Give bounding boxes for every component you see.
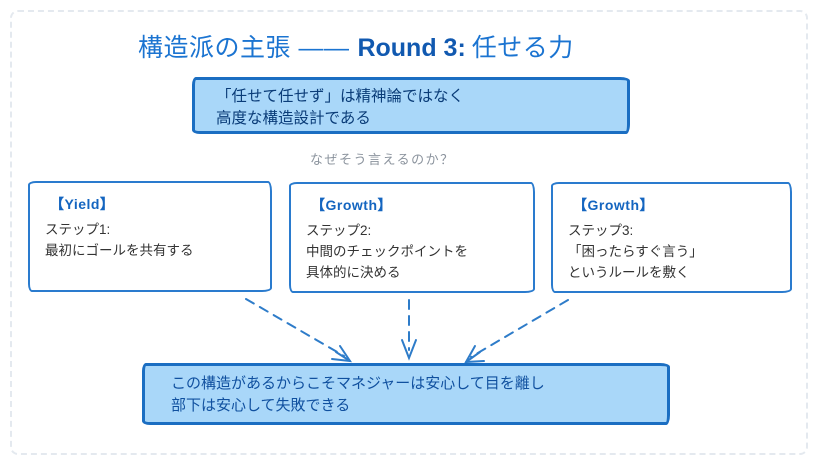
conclusion-box: この構造があるからこそマネジャーは安心して目を離し 部下は安心して失敗できる	[142, 363, 670, 425]
step-3-line-1: ステップ3:	[568, 223, 634, 238]
step-box-2: 【Growth】 ステップ2: 中間のチェックポイントを 具体的に決める	[289, 182, 535, 293]
step-3-line-2: 「困ったらすぐ言う」	[568, 244, 703, 259]
title-prefix: 構造派の主張 ——	[138, 34, 350, 62]
question-label: なぜそう言えるのか？	[310, 152, 455, 167]
step-3-tag: 【Growth】	[573, 197, 654, 213]
claim-line-1: 「任せて任せず」は精神論ではなく	[216, 88, 465, 105]
slide-title: 構造派の主張 ——Round 3:任せる力	[138, 28, 574, 64]
step-3-line-3: というルールを敷く	[568, 265, 690, 280]
step-1-line-1: ステップ1:	[45, 222, 111, 237]
step-box-1: 【Yield】 ステップ1: 最初にゴールを共有する	[28, 181, 272, 292]
claim-box: 「任せて任せず」は精神論ではなく 高度な構造設計である	[192, 77, 630, 134]
step-1-tag: 【Yield】	[50, 196, 115, 212]
step-box-3: 【Growth】 ステップ3: 「困ったらすぐ言う」 というルールを敷く	[551, 182, 792, 293]
conclusion-line-1: この構造があるからこそマネジャーは安心して目を離し	[171, 375, 545, 392]
step-2-line-3: 具体的に決める	[306, 265, 401, 280]
slide-frame	[10, 10, 808, 455]
title-round-label: Round 3:	[357, 34, 466, 62]
title-suffix: 任せる力	[471, 34, 574, 62]
claim-line-2: 高度な構造設計である	[216, 110, 371, 127]
step-2-line-2: 中間のチェックポイントを	[306, 244, 468, 259]
step-1-line-2: 最初にゴールを共有する	[45, 243, 194, 258]
step-2-line-1: ステップ2:	[306, 223, 372, 238]
step-2-tag: 【Growth】	[311, 197, 392, 213]
conclusion-line-2: 部下は安心して失敗できる	[171, 397, 351, 414]
